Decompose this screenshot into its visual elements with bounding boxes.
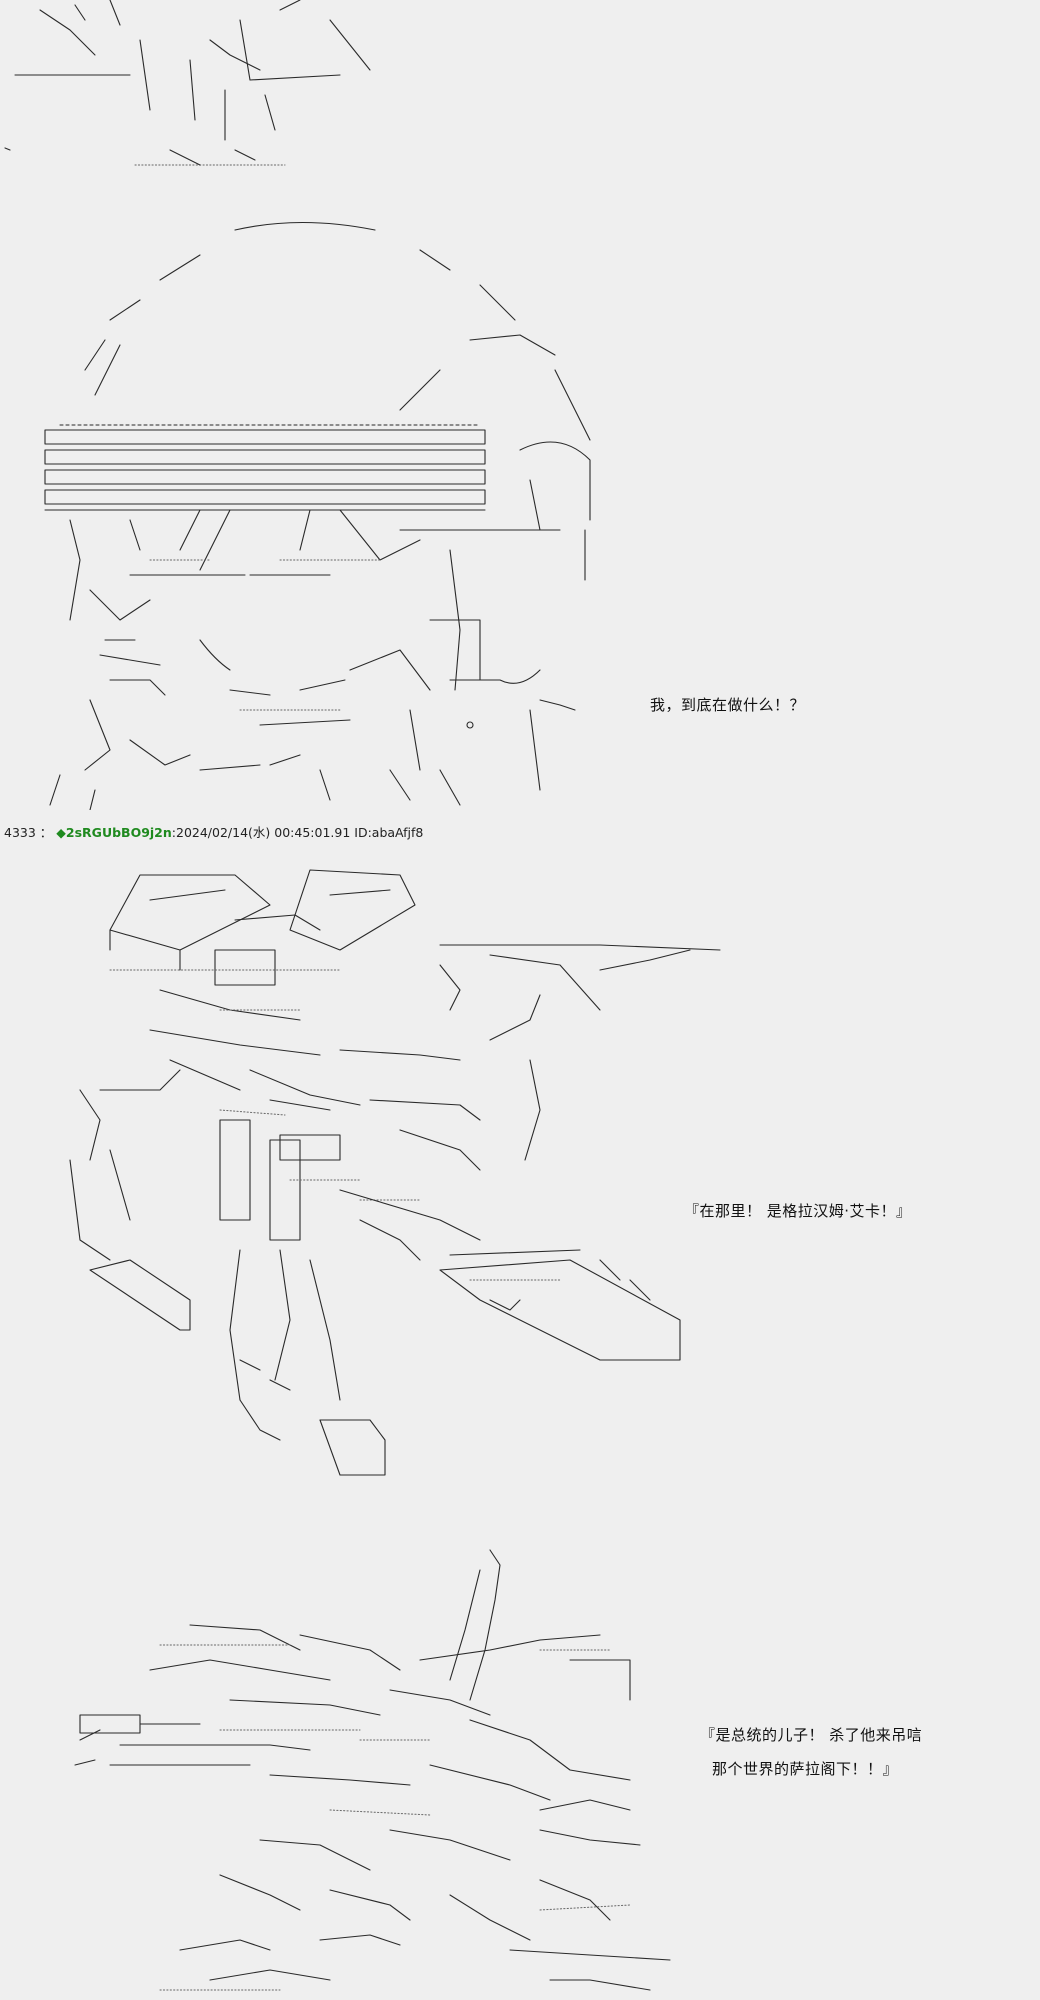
panel-1-dialogue-line: 我，到底在做什么！？	[650, 696, 806, 714]
ascii-art-panel-1-character	[0, 210, 620, 810]
ascii-art-panel-2-mobile-suit	[40, 860, 740, 1490]
post-number[interactable]: 4333	[4, 825, 36, 840]
panel-3-dialogue-line-1: 『是总统的儿子！ 杀了他来吊唁	[700, 1726, 923, 1744]
panel-2-dialogue-line: 『在那里！ 是格拉汉姆·艾卡！』	[684, 1202, 912, 1220]
panel-3-dialogue-line-2: 那个世界的萨拉阁下！！』	[712, 1760, 899, 1778]
post-header: 4333 ： ◆2sRGUbBO9j2n:2024/02/14(水) 00:45…	[4, 822, 423, 841]
post-separator: ：	[39, 825, 53, 840]
ascii-art-panel-3-attack	[70, 1540, 710, 2000]
ascii-art-panel-1-top-fragment	[0, 0, 420, 175]
trip-diamond-icon: ◆	[56, 825, 66, 840]
post-tripcode[interactable]: 2sRGUbBO9j2n	[65, 825, 172, 840]
post-datetime-id: :2024/02/14(水) 00:45:01.91 ID:abaAfjf8	[171, 825, 424, 840]
